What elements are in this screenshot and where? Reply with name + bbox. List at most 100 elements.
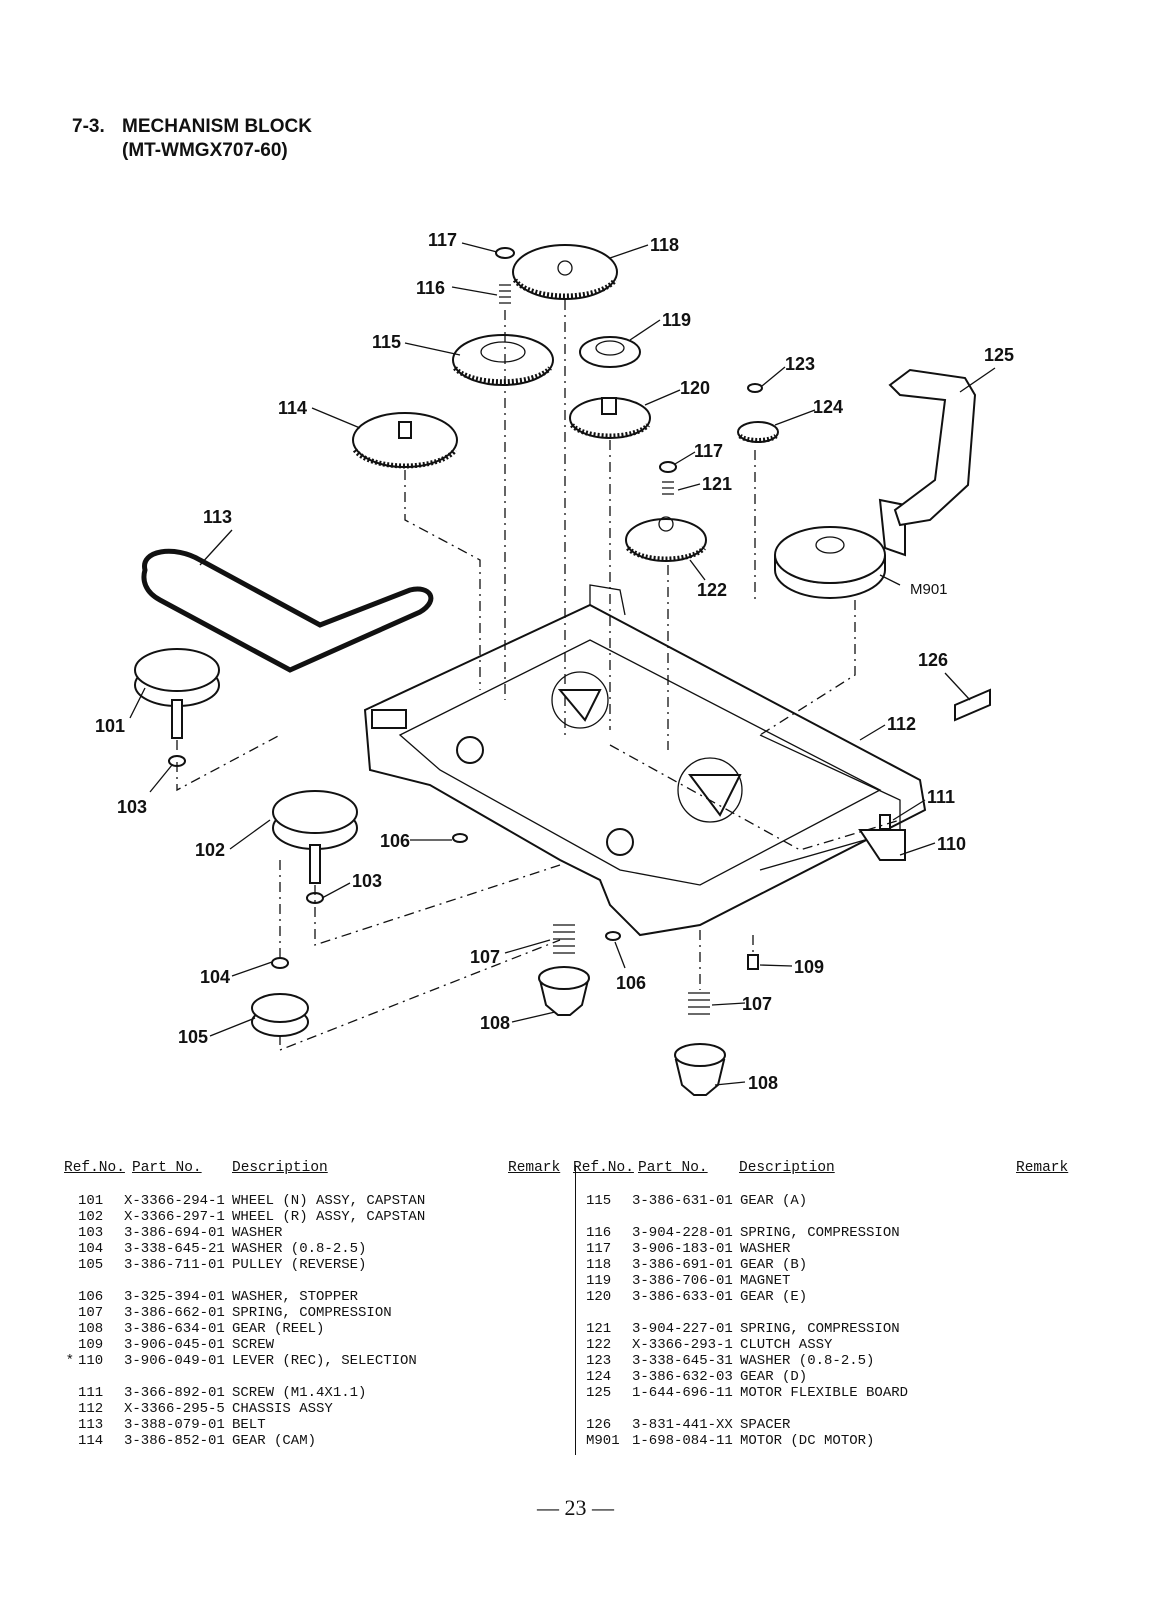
capstan-wheel-r: [272, 790, 358, 884]
reel-gear-a: [538, 966, 590, 1016]
callout-102: 102: [195, 840, 225, 860]
section-number: 7-3.: [72, 116, 105, 137]
washer-106b: [605, 931, 621, 941]
leader-lines: [129, 242, 996, 1086]
callout-118: 118: [650, 235, 679, 255]
parts-table-header: Ref.No. Part No. Description Remark Ref.…: [64, 1160, 1074, 1182]
callout-124: 124: [813, 397, 843, 417]
callout-106a: 106: [380, 831, 410, 851]
screw-109: [747, 954, 759, 970]
callout-104: 104: [200, 967, 230, 987]
header-ref-left: Ref.No.: [64, 1160, 125, 1176]
assembly-lines: [176, 300, 901, 1051]
washer-top: [495, 247, 515, 259]
callout-107a: 107: [470, 947, 500, 967]
callout-126: 126: [918, 650, 948, 670]
callout-112: 112: [887, 714, 916, 734]
callout-107b: 107: [742, 994, 772, 1014]
callout-108a: 108: [480, 1013, 510, 1033]
callout-103b: 103: [352, 871, 382, 891]
capstan-wheel-n: [134, 648, 220, 739]
header-desc-left: Description: [232, 1160, 328, 1176]
callout-114: 114: [278, 398, 307, 418]
header-part-left: Part No.: [132, 1160, 202, 1176]
callout-117b: 117: [694, 441, 723, 461]
chassis-drawing: [363, 584, 927, 937]
gear-cam: [352, 412, 458, 469]
callout-labels: 117 116 115 114 113 118 119 120 117 121 …: [95, 230, 1014, 1093]
screw-111: [879, 814, 891, 830]
callout-101: 101: [95, 716, 125, 736]
gear-b: [512, 244, 618, 300]
callout-113: 113: [203, 507, 232, 527]
belt: [141, 548, 434, 673]
clutch-assy: [625, 516, 707, 562]
washer-106a: [452, 833, 468, 843]
header-remark-left: Remark: [508, 1160, 561, 1176]
callout-m901: M901: [910, 581, 948, 598]
section-heading: MECHANISM BLOCK: [122, 116, 312, 137]
gear-e: [569, 397, 651, 439]
callout-121: 121: [702, 474, 732, 494]
gear-d: [737, 421, 779, 443]
callout-125: 125: [984, 345, 1014, 365]
spring-107b: [688, 992, 710, 1015]
section-title: 7-3. MECHANISM BLOCK (MT-WMGX707-60): [72, 115, 312, 163]
callout-106b: 106: [616, 973, 646, 993]
callout-117: 117: [428, 230, 457, 250]
spring-107a: [553, 924, 575, 954]
callout-115: 115: [372, 332, 401, 352]
callout-109: 109: [794, 957, 824, 977]
callout-108b: 108: [748, 1073, 778, 1093]
header-desc-right: Description: [739, 1160, 835, 1176]
pulley-reverse: [251, 993, 309, 1037]
callout-116: 116: [416, 278, 445, 298]
spring-121: [662, 481, 674, 495]
header-remark-right: Remark: [1016, 1160, 1069, 1176]
spring-116: [499, 284, 511, 304]
callout-122: 122: [697, 580, 727, 600]
callout-120: 120: [680, 378, 710, 398]
gear-a: [452, 334, 554, 386]
motor-flexible-board: [888, 368, 977, 527]
callout-111: 111: [927, 787, 955, 807]
callout-123: 123: [785, 354, 815, 374]
callout-103a: 103: [117, 797, 147, 817]
callout-119: 119: [662, 310, 691, 330]
reel-gear-b: [674, 1043, 726, 1096]
magnet: [579, 336, 641, 368]
callout-105: 105: [178, 1027, 208, 1047]
column-divider: [575, 1165, 576, 1455]
exploded-view-diagram: 117 116 115 114 113 118 119 120 117 121 …: [95, 230, 1014, 1096]
model-number: (MT-WMGX707-60): [122, 140, 288, 161]
washer-117b: [659, 461, 677, 473]
header-ref-right: Ref.No.: [573, 1160, 634, 1176]
